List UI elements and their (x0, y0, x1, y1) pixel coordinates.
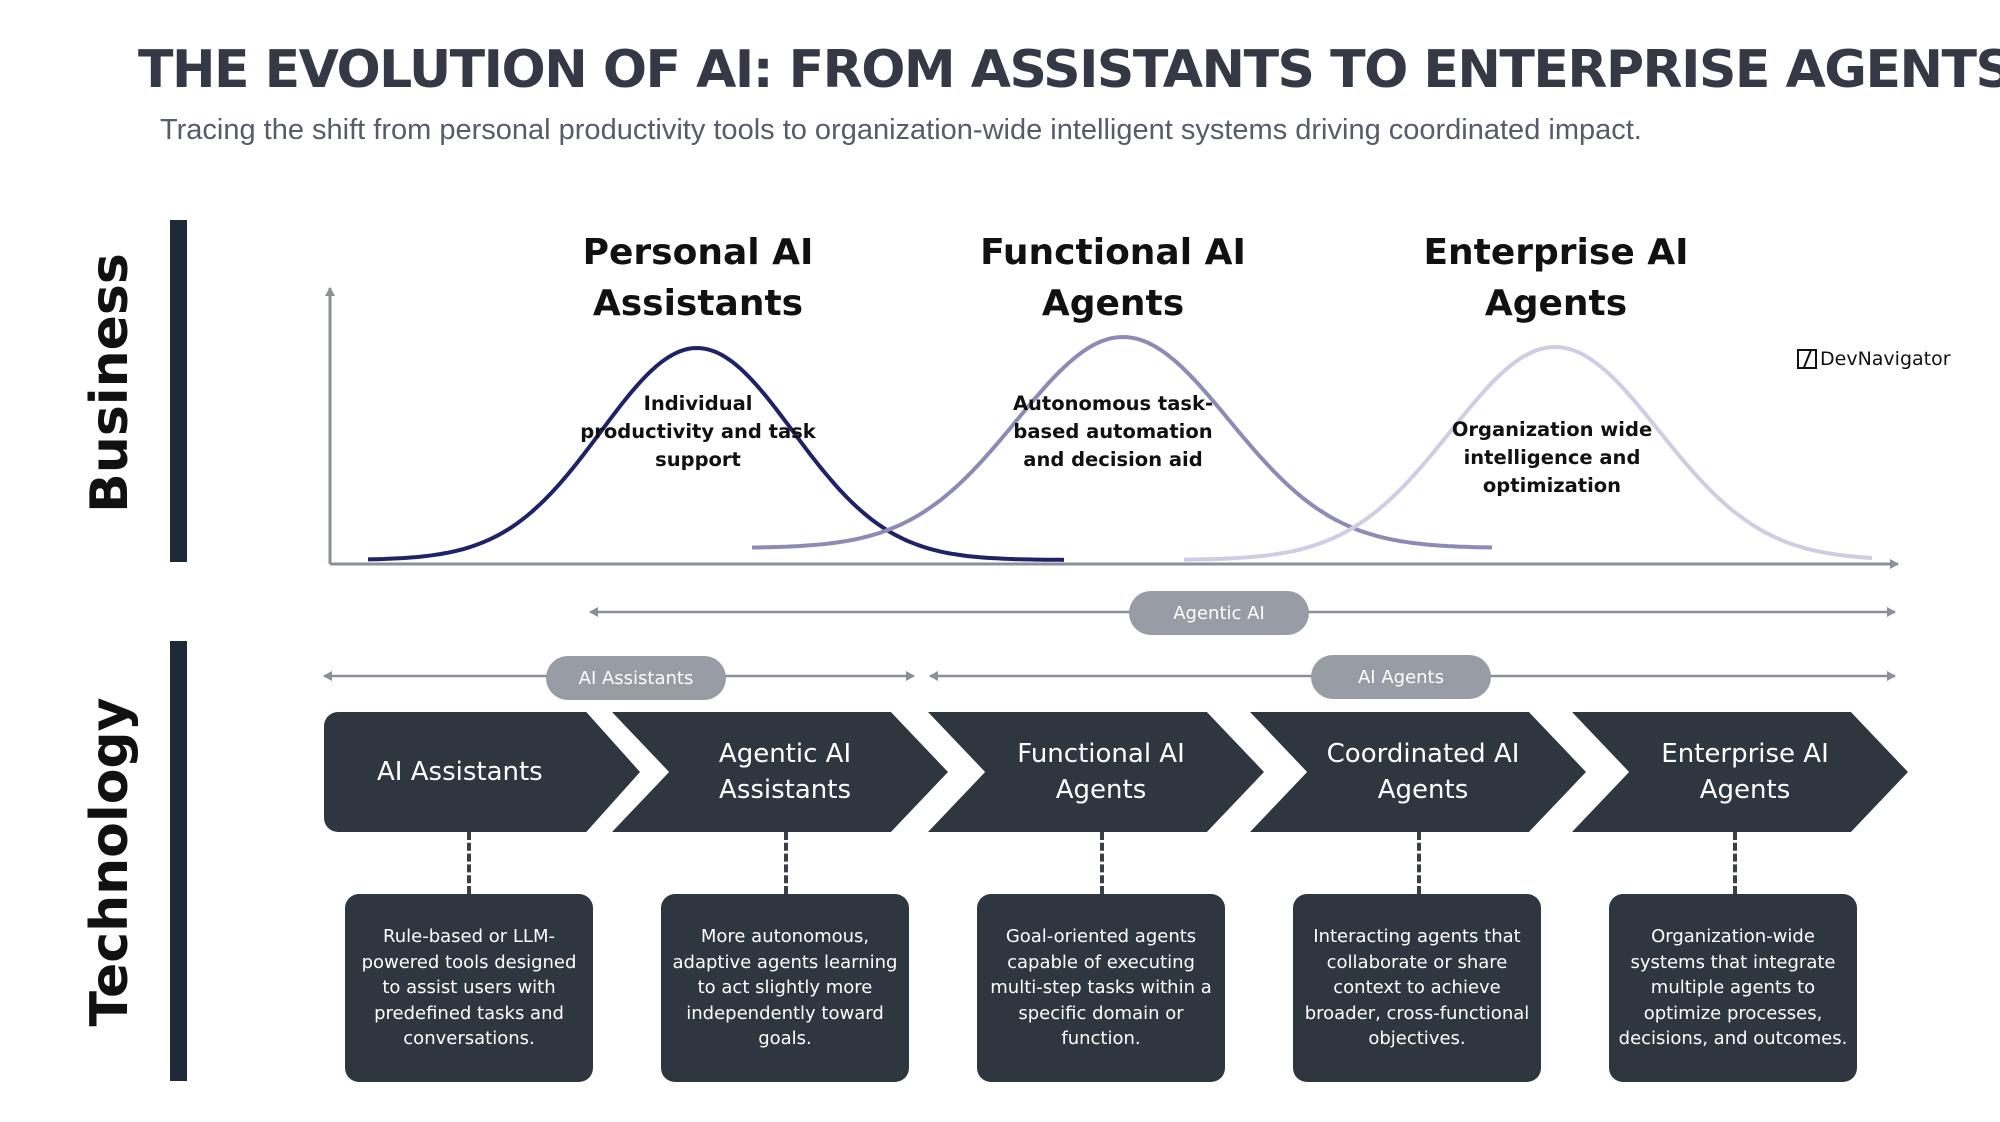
step-description-ai-assistants: Rule-based or LLM-powered tools designed… (345, 894, 593, 1082)
step-label: AI Assistants (377, 757, 543, 787)
curve-enterprise-agents (1184, 344, 1873, 562)
step-description-enterprise-ai-agents: Organization-wide systems that integrate… (1609, 894, 1857, 1082)
curve-text-functional-agents: Autonomous task-based automation and dec… (1012, 392, 1214, 471)
step-description-agentic-ai-assistants: More autonomous, adaptive agents learnin… (661, 894, 909, 1082)
step-chevron-agentic-ai-assistants: Agentic AI Assistants (612, 712, 948, 832)
connector-dash (1417, 832, 1421, 894)
brand-logo: DevNavigator (1797, 348, 1951, 370)
curve-text-enterprise-agents: Organization wide intelligence and optim… (1451, 418, 1653, 497)
page-title: THE EVOLUTION OF AI: FROM ASSISTANTS TO … (138, 40, 2000, 100)
curve-functional-agents (752, 334, 1493, 550)
connector-dash (1733, 832, 1737, 894)
step-chevron-coordinated-ai-agents: Coordinated AI Agents (1250, 712, 1586, 832)
step-label: Functional AI Agents (1017, 739, 1185, 805)
agentic-ai-pill: Agentic AI (1129, 591, 1309, 635)
curve-personal-assistants (367, 345, 1065, 562)
step-label: Enterprise AI Agents (1661, 739, 1829, 805)
curve-text-personal-assistants: Individual productivity and task support (580, 392, 816, 471)
stage-title-functional-agents: Functional AI Agents (980, 232, 1246, 324)
business-side-bar (170, 220, 187, 562)
technology-side-bar (170, 641, 187, 1081)
ai-assistants-pill: AI Assistants (546, 656, 726, 700)
step-label: Coordinated AI Agents (1326, 739, 1520, 805)
step-description-coordinated-ai-agents: Interacting agents that collaborate or s… (1293, 894, 1541, 1082)
page-subtitle: Tracing the shift from personal producti… (160, 114, 1642, 146)
connector-dash (467, 832, 471, 894)
stage-title-enterprise-agents: Enterprise AI Agents (1423, 232, 1689, 324)
connector-dash (784, 832, 788, 894)
connector-dash (1100, 832, 1104, 894)
brand-slash-icon (1797, 349, 1817, 369)
ai-agents-pill: AI Agents (1311, 655, 1491, 699)
step-label: Agentic AI Assistants (718, 739, 852, 805)
brand-name: DevNavigator (1820, 348, 1951, 370)
step-description-functional-ai-agents: Goal-oriented agents capable of executin… (977, 894, 1225, 1082)
step-chevron-ai-assistants: AI Assistants (324, 712, 640, 832)
stage-title-personal-assistants: Personal AI Assistants (582, 232, 814, 324)
